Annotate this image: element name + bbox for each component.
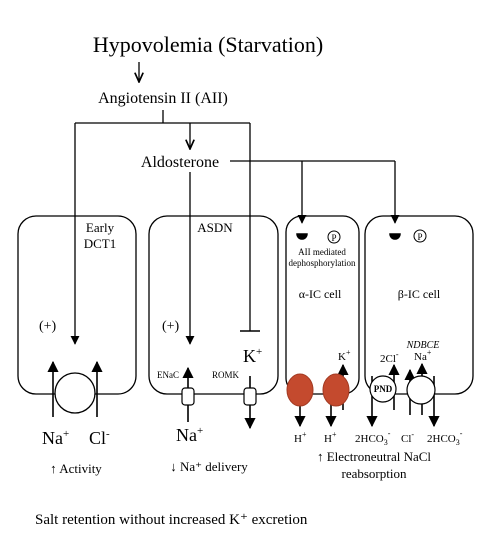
- beta-ic-name: β-IC cell: [398, 287, 441, 301]
- asdn-na-label: Na+: [176, 425, 203, 445]
- beta-phosphate-icon: [413, 229, 427, 243]
- beta-ic-cell: [364, 215, 474, 395]
- alpha-phospho-line1: AII mediated: [298, 247, 346, 257]
- asdn-note: ↓ Na⁺ delivery: [170, 459, 248, 474]
- beta-na-label: Na+: [414, 348, 432, 363]
- alpha-k-label: K+: [338, 348, 351, 363]
- alpha-h1-label: H+: [294, 430, 307, 445]
- ic-note-line1: ↑ Electroneutral NaCl: [317, 449, 431, 464]
- beta-hco3-left-label: 2HCO3-: [355, 429, 391, 447]
- ic-note-line2: reabsorption: [342, 466, 407, 481]
- alpha-phospho-line2: dephosphorylation: [289, 258, 356, 268]
- alpha-ic-cell: [285, 215, 360, 395]
- ndbce-transporter: [406, 375, 436, 405]
- h-atpase-pump: [286, 373, 314, 407]
- title: Hypovolemia (Starvation): [93, 32, 323, 57]
- aldosterone: Aldosterone: [141, 154, 219, 171]
- asdn-k-label: K+: [243, 346, 262, 366]
- romk-label: ROMK: [212, 370, 240, 380]
- beta-receptor-icon: [389, 233, 401, 240]
- dct1-note: ↑ Activity: [50, 461, 102, 476]
- alpha-receptor-icon: [296, 233, 308, 240]
- alpha-ic-name: α-IC cell: [299, 287, 342, 301]
- alpha-h2-label: H+: [324, 430, 337, 445]
- dct1-cl-label: Cl-: [89, 428, 110, 448]
- ndbce-label: NDBCE: [406, 340, 440, 351]
- beta-cl-label: Cl-: [401, 430, 414, 445]
- asdn-plus: (+): [162, 319, 180, 334]
- enac-label: ENaC: [157, 370, 179, 380]
- dct1-cell: [17, 215, 137, 395]
- dct1-plus: (+): [39, 319, 57, 334]
- enac-channel: [181, 387, 195, 406]
- dct1-name-line1: Early: [86, 220, 115, 235]
- ncc-transporter: [54, 372, 96, 414]
- asdn-name: ASDN: [197, 220, 233, 235]
- hk-atpase-pump: [322, 373, 350, 407]
- beta-phosphate-label: P: [417, 232, 422, 242]
- beta-hco3-right-label: 2HCO3-: [427, 429, 463, 447]
- alpha-phosphate-icon: [327, 230, 341, 244]
- alpha-phosphate-label: P: [331, 233, 336, 243]
- beta-2cl-label: 2Cl-: [380, 350, 399, 365]
- footer-caption: Salt retention without increased K⁺ excr…: [35, 512, 308, 528]
- pendrin-transporter: [369, 375, 397, 403]
- dct1-na-label: Na+: [42, 428, 69, 448]
- asdn-cell: [148, 215, 279, 395]
- romk-channel: [243, 387, 257, 406]
- hormone-aii: Angiotensin II (AII): [98, 90, 228, 107]
- dct1-name-line2: DCT1: [84, 236, 117, 251]
- pnd-label: PND: [374, 384, 393, 394]
